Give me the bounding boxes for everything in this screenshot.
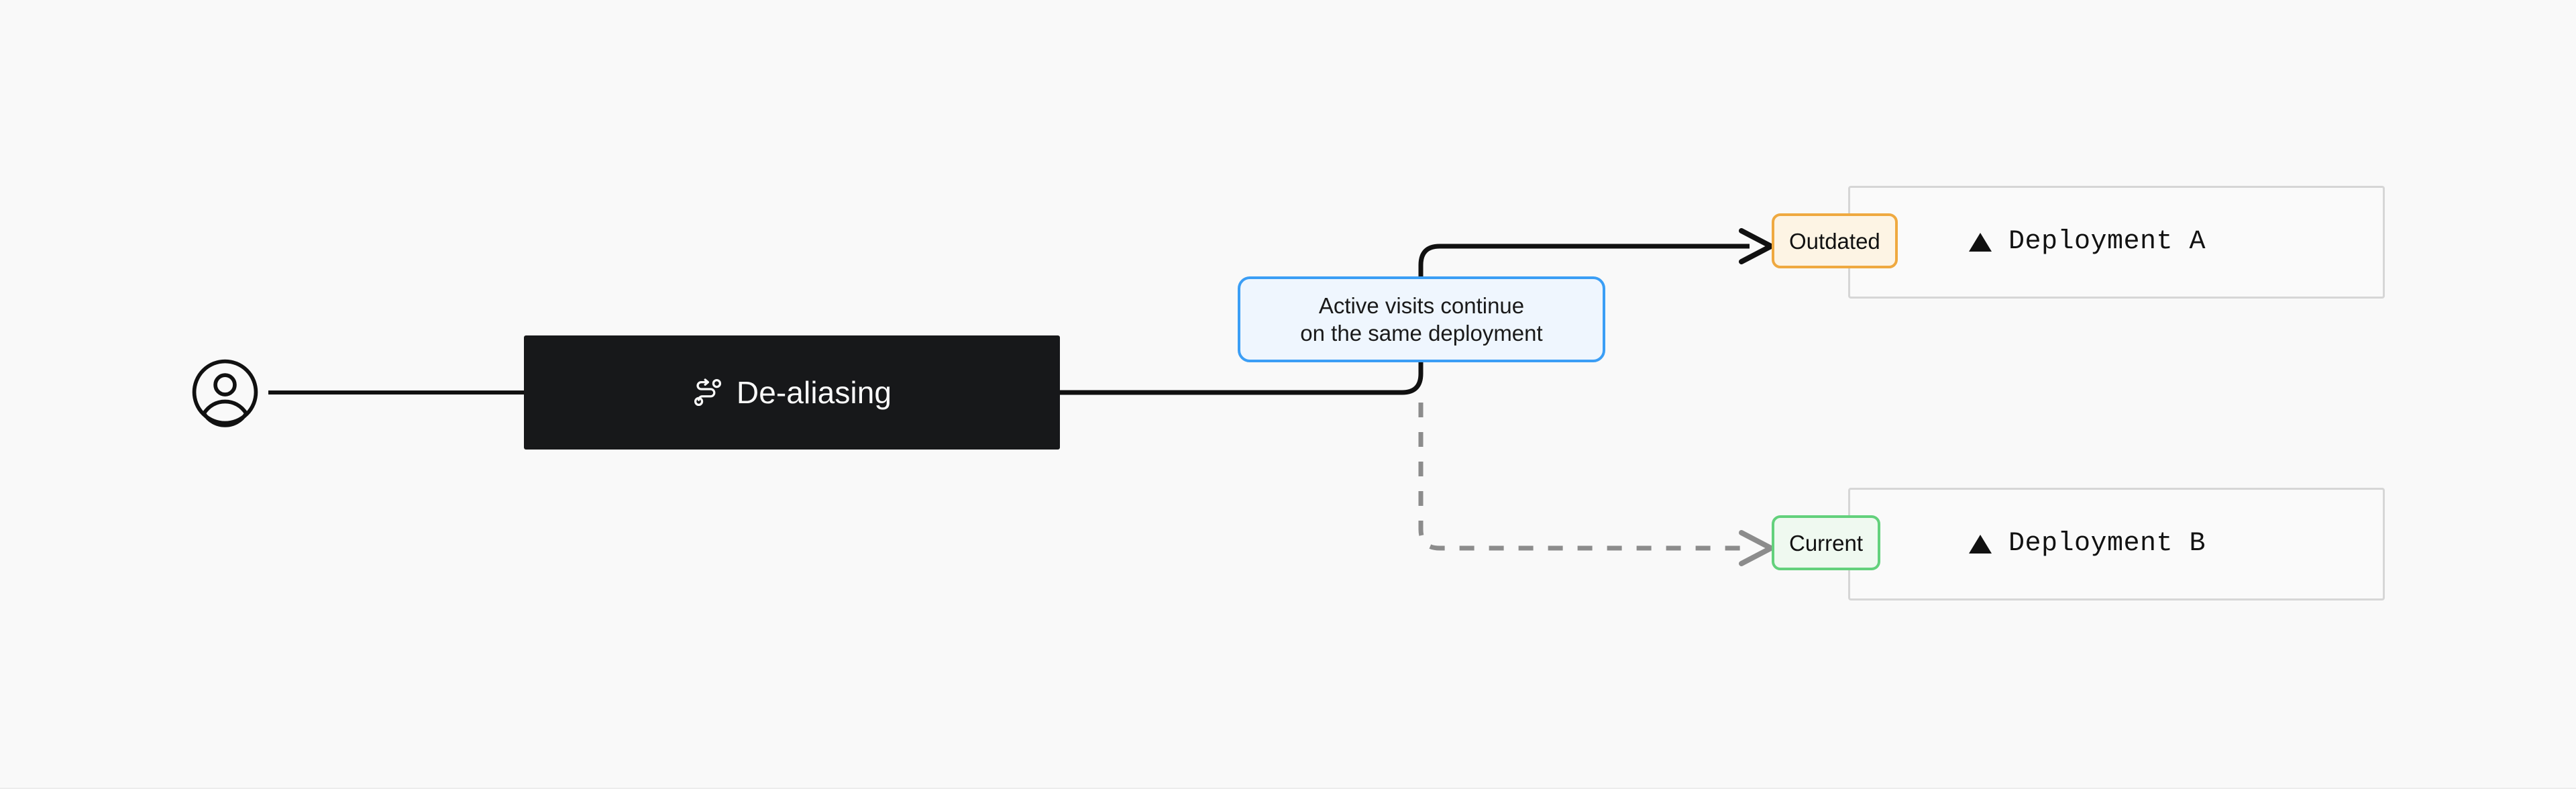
vercel-triangle-icon (1969, 233, 1992, 252)
dealiasing-node[interactable]: De-aliasing (524, 335, 1060, 450)
dealiasing-node-label: De-aliasing (736, 375, 892, 410)
arrowhead-deployment-a (1739, 228, 1774, 264)
deployment-b-content: Deployment B (1968, 531, 2206, 558)
wire-dealiasing-to-deployment-b (1418, 403, 1748, 551)
active-visits-callout: Active visits continue on the same deplo… (1238, 276, 1605, 362)
deployment-a-name: Deployment A (2008, 227, 2206, 257)
status-badge-outdated[interactable]: Outdated (1772, 213, 1898, 268)
callout-line-1: Active visits continue (1318, 293, 1525, 318)
deployment-b-name: Deployment B (2008, 529, 2206, 559)
arrowhead-deployment-b (1739, 530, 1774, 566)
route-icon (694, 378, 721, 407)
deployment-a-content: Deployment A (1968, 229, 2206, 256)
deployment-card-a[interactable]: Deployment A (1848, 186, 2385, 299)
deployment-card-b[interactable]: Deployment B (1848, 488, 2385, 600)
user-circle-icon (192, 359, 258, 427)
callout-line-2: on the same deployment (1300, 321, 1543, 346)
vercel-triangle-icon (1969, 535, 1992, 554)
visitor-node (190, 357, 260, 427)
status-badge-current[interactable]: Current (1772, 515, 1881, 570)
